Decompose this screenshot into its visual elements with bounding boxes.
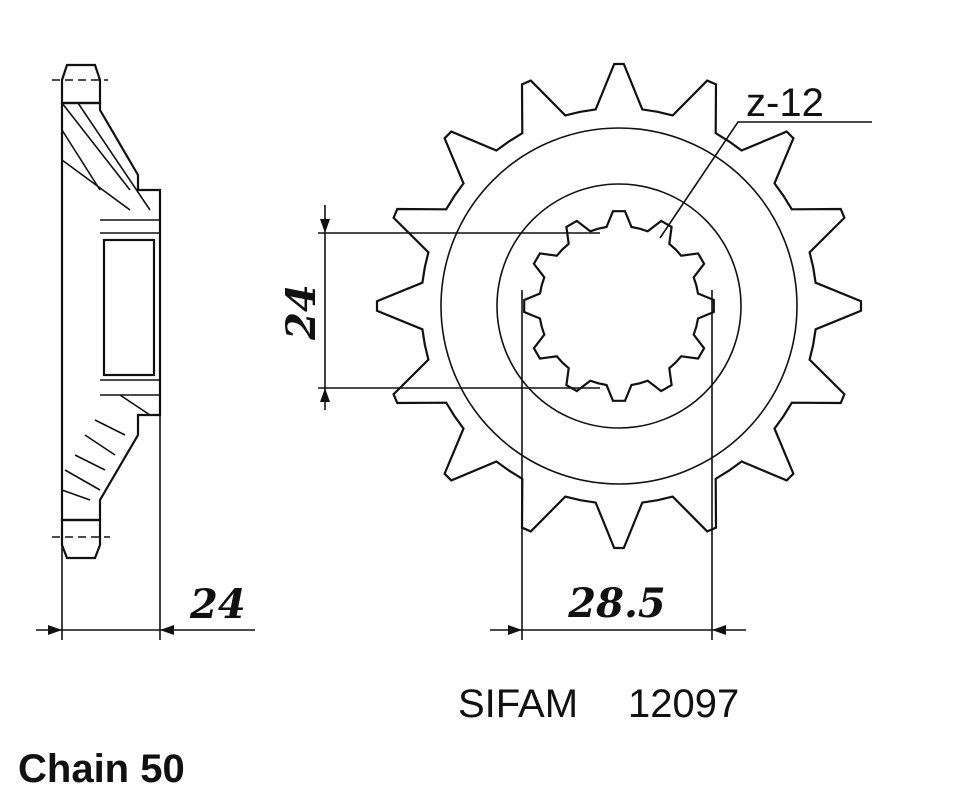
- spline-height-dimension: 24: [278, 284, 325, 341]
- pitch-circle: [440, 127, 798, 485]
- spline-bore: [523, 210, 715, 402]
- part-number: 12097: [628, 682, 739, 726]
- brand-label: SIFAM: [458, 682, 578, 726]
- profile-width-dimension: 24: [189, 581, 246, 628]
- chain-size-label: Chain 50: [18, 747, 185, 791]
- spline-width-dimension: 28.5: [567, 580, 665, 627]
- sprocket-teeth-outline: [375, 62, 863, 550]
- teeth-count-label: z-12: [746, 81, 824, 125]
- hub-circle: [496, 183, 742, 429]
- sprocket-front: 24 28.5 z-12: [278, 62, 872, 640]
- side-profile: 24: [36, 63, 255, 640]
